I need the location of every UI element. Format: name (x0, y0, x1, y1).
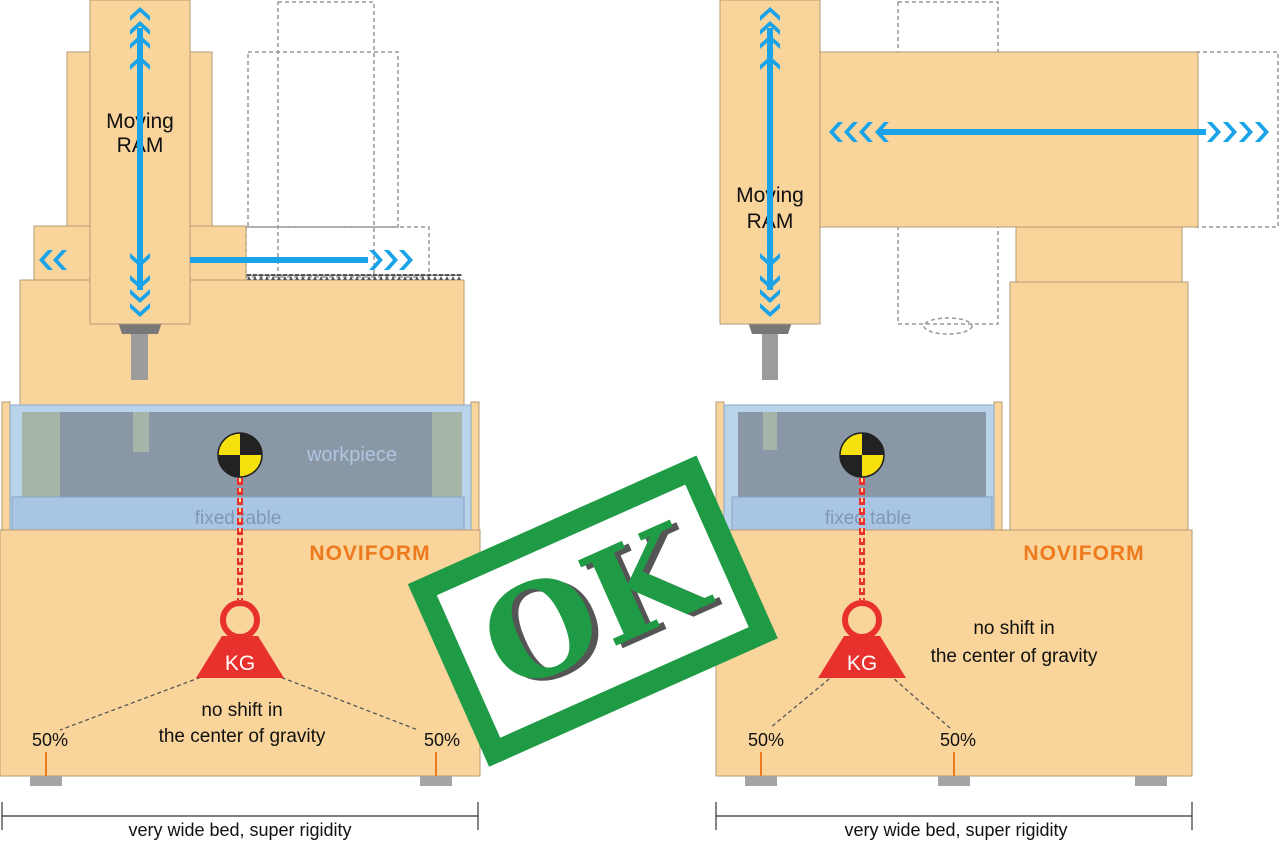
right-bed-dimension (715, 802, 1193, 830)
right-weight-label: KG (847, 652, 877, 675)
right-table-label: fixed table (825, 508, 912, 529)
left-tank-wall-left (1, 401, 11, 531)
left-gravity-text-1: no shift in (201, 700, 282, 721)
right-brand-logo: NOVIFORM (1023, 542, 1144, 565)
left-weight-label: KG (225, 652, 255, 675)
left-spindle (131, 330, 148, 380)
left-chain-weight-icon: KG (196, 478, 284, 678)
right-support-left-label: 50% (748, 730, 784, 750)
left-brand-logo: NOVIFORM (309, 542, 430, 565)
right-machine: fixed table NOVIFORM KG Moving RAM (715, 0, 1279, 840)
left-center-of-gravity-icon (217, 432, 263, 478)
right-chain-weight-icon: KG (818, 478, 906, 678)
right-gravity-text-2: the center of gravity (931, 646, 1098, 667)
left-bed-caption: very wide bed, super rigidity (128, 820, 351, 840)
right-column (1009, 281, 1189, 533)
left-workpiece-label: workpiece (306, 444, 397, 466)
right-bed-caption: very wide bed, super rigidity (844, 820, 1067, 840)
left-tank-wall-right (470, 401, 480, 531)
right-center-of-gravity-icon (839, 432, 885, 478)
left-foot-left (30, 776, 62, 786)
left-foot-right (420, 776, 452, 786)
left-support-right-label: 50% (424, 730, 460, 750)
right-vertical-arrow-icon (760, 7, 780, 317)
right-cross-beam (817, 51, 1199, 228)
right-bed (715, 529, 1193, 777)
right-gravity-text-1: no shift in (973, 618, 1054, 639)
right-horizontal-arrow-icon (829, 122, 1269, 142)
right-pillar (1015, 224, 1183, 284)
left-column (19, 279, 465, 407)
left-horizontal-arrow-icon (39, 250, 413, 270)
right-support-right-label: 50% (940, 730, 976, 750)
left-bed-dimension (1, 802, 479, 830)
left-vertical-arrow-icon (130, 7, 150, 317)
left-gravity-text-2: the center of gravity (159, 726, 326, 747)
left-rack (244, 274, 462, 280)
left-support-left-label: 50% (32, 730, 68, 750)
left-machine: workpiece fixed table NOVIFORM KG Moving (0, 0, 481, 840)
right-spindle (762, 330, 778, 380)
